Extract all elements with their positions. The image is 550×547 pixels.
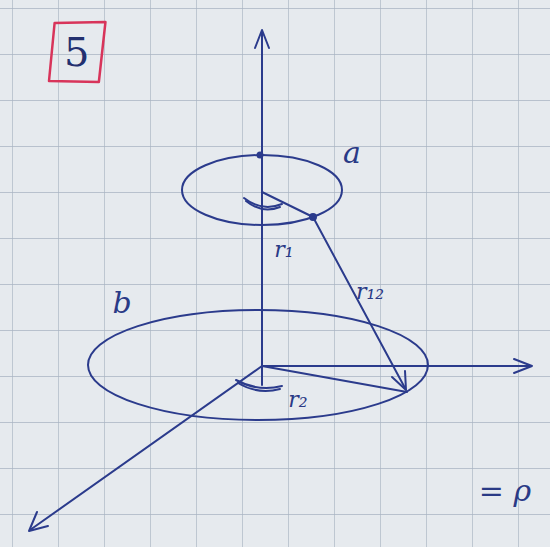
point — [258, 153, 263, 158]
angle-arc — [244, 198, 282, 207]
problem-number-box: 5 — [46, 20, 107, 84]
problem-number: 5 — [64, 29, 89, 75]
ring-b — [88, 310, 428, 420]
axis-arrow — [255, 30, 269, 48]
math-label: = ρ — [479, 474, 531, 507]
axis-arrow — [514, 359, 532, 373]
angle-arc — [246, 201, 280, 209]
x-axis — [262, 365, 530, 367]
math-label: r₂ — [288, 388, 307, 412]
arrow-head — [392, 371, 406, 390]
ring-a — [182, 155, 342, 225]
math-label: b — [112, 286, 131, 319]
angle-arc — [238, 383, 280, 391]
math-label: r₁₂ — [356, 280, 384, 304]
distance-line — [313, 217, 405, 388]
radius-line — [262, 192, 313, 217]
radius-line — [262, 366, 407, 392]
y-axis — [30, 366, 262, 530]
axis-arrow — [29, 512, 48, 531]
math-label: r₁ — [274, 238, 293, 262]
math-label: a — [343, 136, 361, 169]
angle-arc — [236, 380, 282, 388]
